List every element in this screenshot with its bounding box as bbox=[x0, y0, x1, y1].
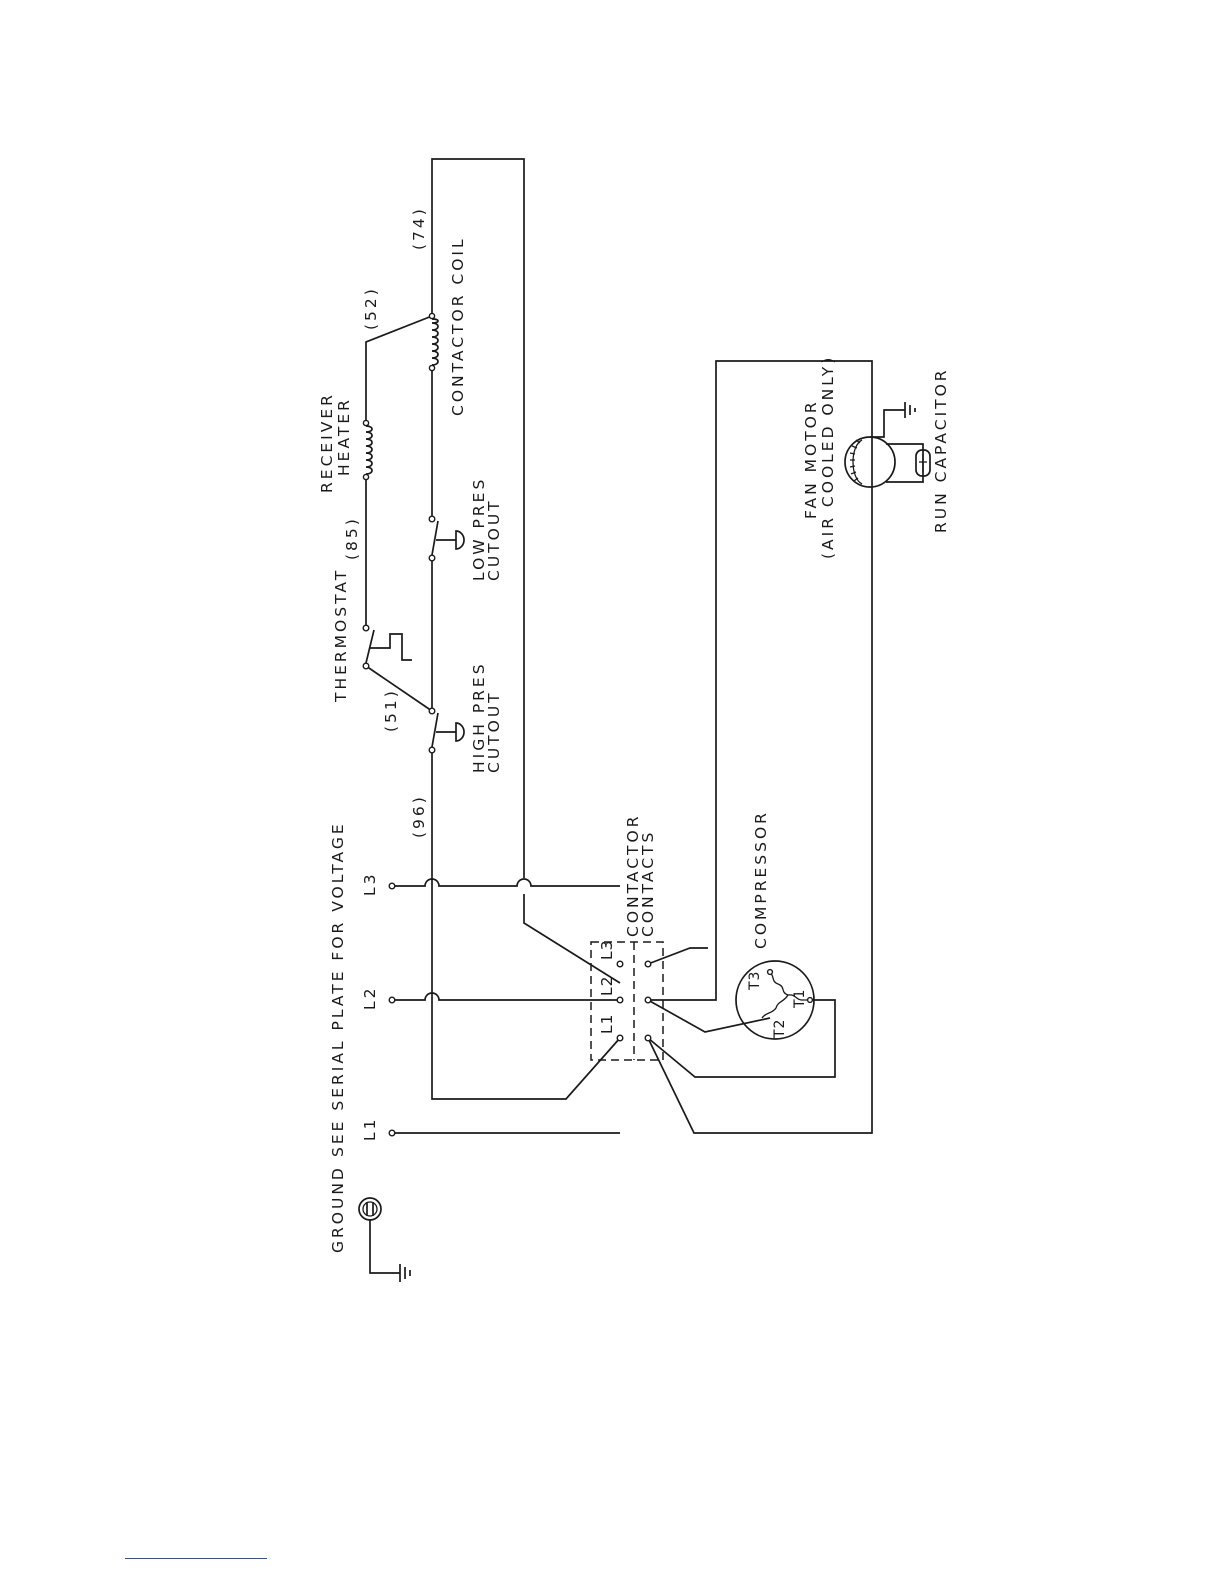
wire-74-label: (74) bbox=[410, 206, 428, 250]
compressor-label: COMPRESSOR bbox=[752, 810, 770, 949]
thermostat-label: THERMOSTAT bbox=[332, 568, 350, 703]
high-pres-label-2: CUTOUT bbox=[485, 690, 503, 773]
line-terminals bbox=[389, 883, 395, 1136]
high-pressure-cutout bbox=[429, 708, 464, 753]
block-l2-label: L2 bbox=[598, 976, 616, 997]
serial-plate-note: SEE SERIAL PLATE FOR VOLTAGE bbox=[329, 821, 347, 1157]
wire-52-label: (52) bbox=[362, 286, 380, 330]
labels: GROUND SEE SERIAL PLATE FOR VOLTAGE L1 L… bbox=[318, 206, 950, 1253]
l2-label: L2 bbox=[361, 986, 379, 1011]
run-capacitor-label: RUN CAPACITOR bbox=[932, 367, 950, 533]
wire-96-label: (96) bbox=[410, 794, 428, 838]
compressor-t2-label: T2 bbox=[772, 1019, 788, 1039]
wiring bbox=[366, 159, 872, 1133]
compressor-t1-label: T1 bbox=[792, 989, 808, 1009]
receiver-label-1: RECEIVER bbox=[318, 392, 336, 493]
compressor-t3-label: T3 bbox=[747, 971, 763, 991]
fan-motor-label-2: (AIR COOLED ONLY) bbox=[819, 355, 837, 559]
l3-label: L3 bbox=[361, 872, 379, 897]
l1-label: L1 bbox=[361, 1117, 379, 1142]
low-pressure-cutout bbox=[429, 516, 464, 561]
receiver-heater bbox=[363, 420, 372, 479]
ground-symbol bbox=[359, 1198, 410, 1282]
thermostat bbox=[363, 625, 412, 669]
fan-motor bbox=[845, 402, 930, 487]
fan-motor-label-1: FAN MOTOR bbox=[802, 399, 820, 519]
contactor-coil bbox=[429, 313, 438, 370]
contactor-coil-label: CONTACTOR COIL bbox=[449, 236, 467, 416]
wire-85-label: (85) bbox=[343, 516, 361, 560]
block-l3-label: L3 bbox=[598, 940, 616, 961]
wire-51-label: (51) bbox=[382, 688, 400, 732]
low-pres-label-2: CUTOUT bbox=[485, 498, 503, 581]
footer-rule bbox=[125, 1558, 267, 1559]
receiver-label-2: HEATER bbox=[335, 397, 353, 476]
contactor-contacts-label-2: CONTACTS bbox=[639, 830, 657, 937]
ground-label: GROUND bbox=[329, 1165, 347, 1253]
block-l1-label: L1 bbox=[598, 1014, 616, 1035]
